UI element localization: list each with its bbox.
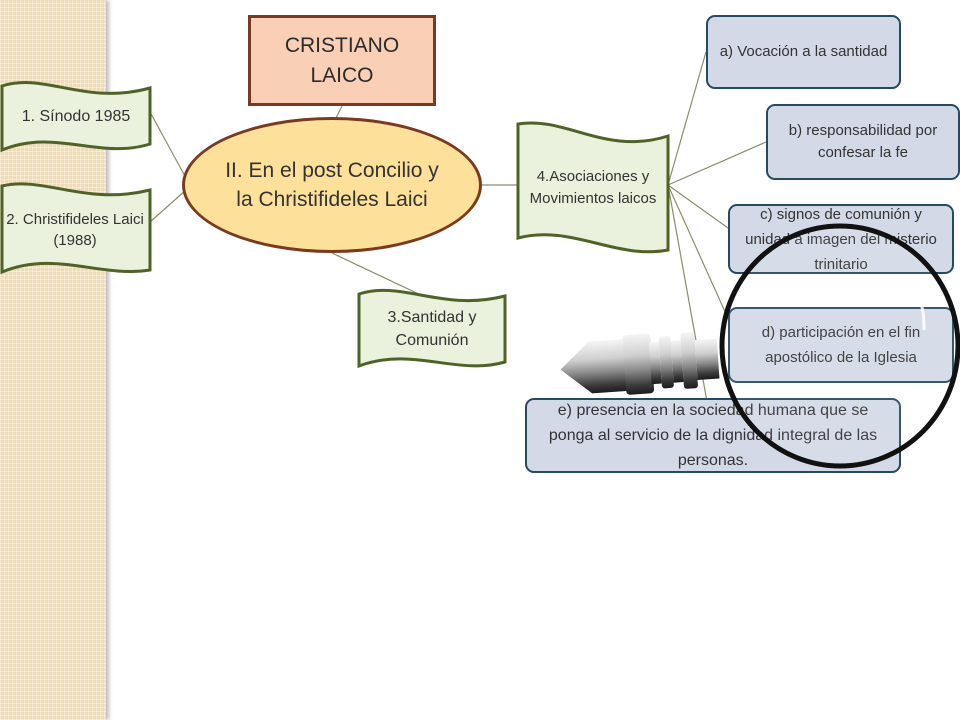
title-label: CRISTIANO LAICO (284, 33, 400, 87)
branch-2-label: 2. Christifideles Laici (1988) (6, 211, 144, 249)
flag-shape-4 (516, 121, 670, 254)
connector-branch-1 (149, 111, 187, 179)
item-e-box: e) presencia en la sociedad humana que s… (525, 398, 901, 473)
branch-2-node: 2. Christifideles Laici (1988) (4, 192, 146, 268)
center-node: II. En el post Concilio y la Christifide… (182, 117, 482, 253)
branch-3-label: 3.Santidad y Comunión (387, 309, 477, 349)
connector-branch-2 (149, 189, 187, 223)
flag-shape-2 (0, 182, 152, 275)
connector-branch-3 (331, 252, 426, 298)
connector-item-b (667, 141, 767, 186)
title-box: CRISTIANO LAICO (248, 15, 436, 106)
branch-3-node: 3.Santidad y Comunión (364, 302, 500, 356)
branch-4-node: 4.Asociaciones y Movimientos laicos (522, 142, 664, 234)
item-e-label: e) presencia en la sociedad humana que s… (548, 402, 878, 469)
item-a-box: a) Vocación a la santidad (706, 15, 901, 89)
branch-1-node: 1. Sínodo 1985 (4, 88, 148, 146)
item-b-box: b) responsabilidad por confesar la fe (766, 104, 960, 180)
item-c-box: c) signos de comunión y unidad a imagen … (728, 204, 954, 274)
connector-item-e (667, 184, 714, 436)
branch-4-label: 4.Asociaciones y Movimientos laicos (529, 168, 657, 207)
flag-shape-1 (0, 81, 152, 153)
item-a-label: a) Vocación a la santidad (719, 43, 888, 60)
item-d-label: d) participación en el fin apostólico de… (761, 324, 921, 366)
connector-item-a (667, 51, 707, 186)
branch-1-label: 1. Sínodo 1985 (21, 108, 131, 125)
center-label: II. En el post Concilio y la Christifide… (225, 159, 439, 211)
item-c-label: c) signos de comunión y unidad a imagen … (745, 205, 937, 273)
flag-shape-3 (357, 288, 507, 369)
item-d-box: d) participación en el fin apostólico de… (728, 307, 954, 383)
item-b-label: b) responsabilidad por confesar la fe (788, 122, 938, 161)
